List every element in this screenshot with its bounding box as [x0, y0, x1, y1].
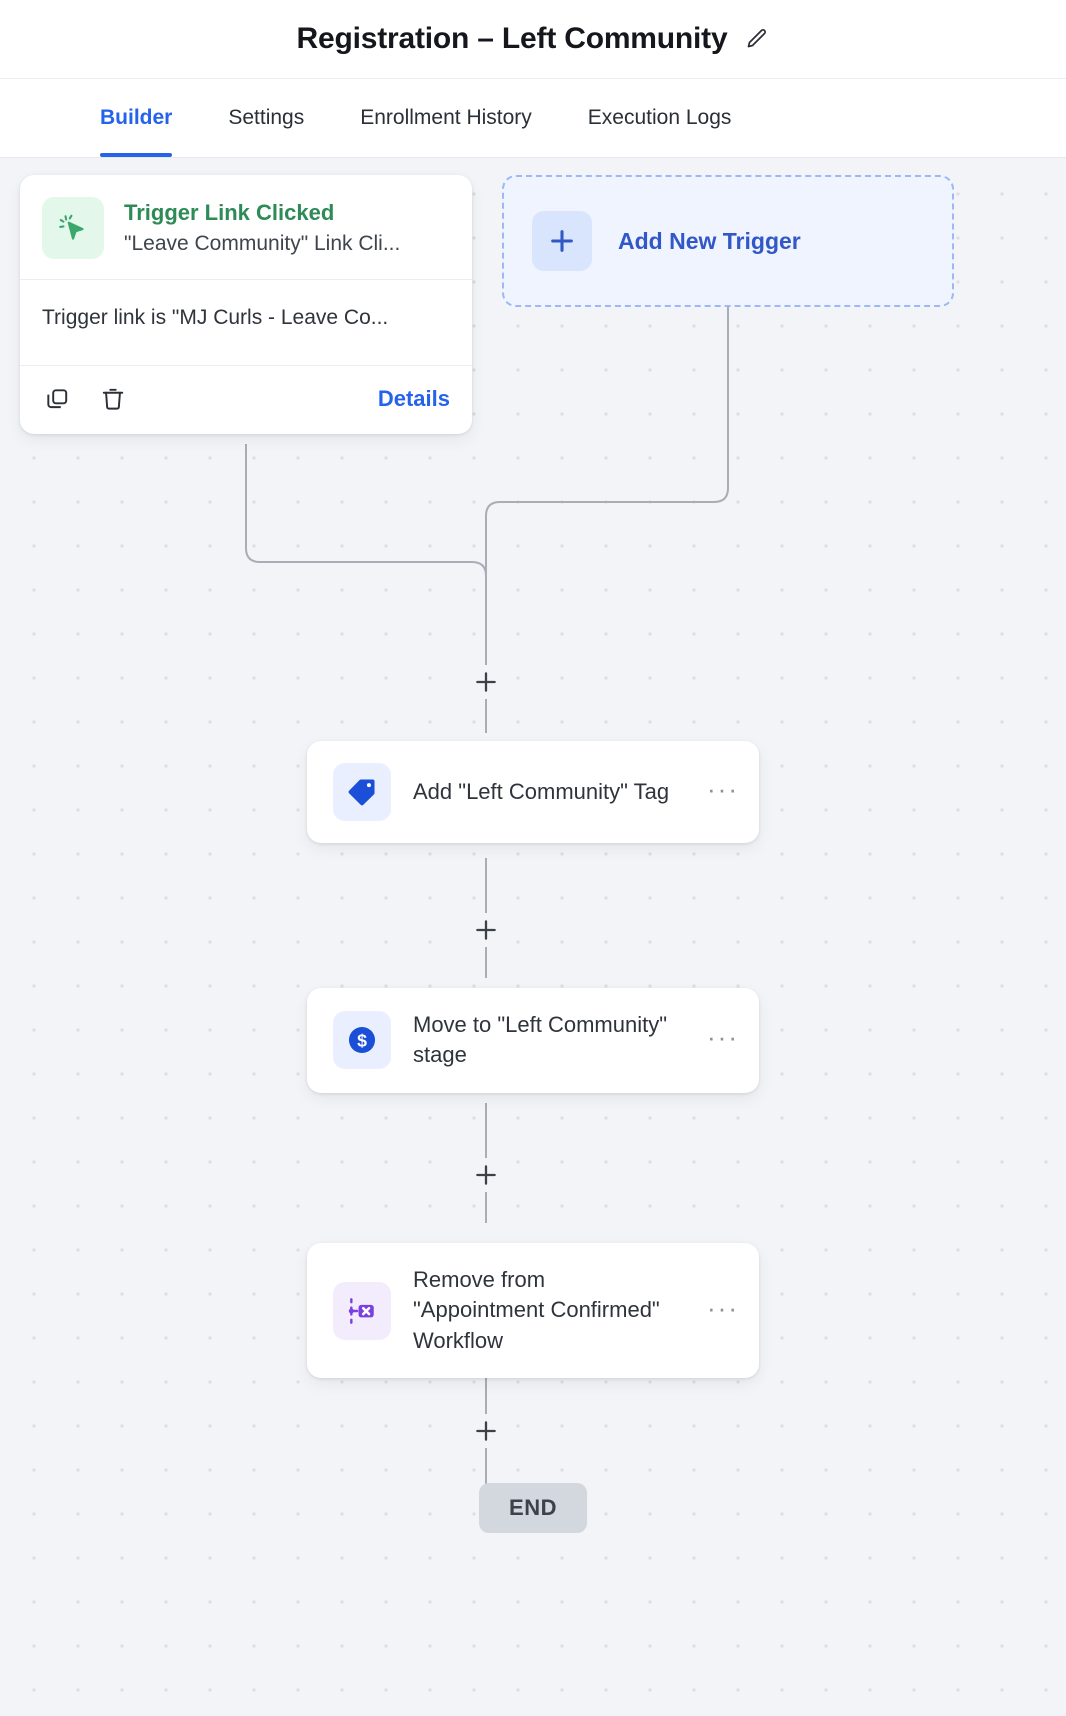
plus-icon — [532, 211, 592, 271]
divider — [20, 279, 472, 280]
tab-enrollment-history[interactable]: Enrollment History — [360, 106, 532, 129]
trigger-condition-text: Trigger link is "MJ Curls - Leave Co... — [42, 306, 389, 329]
tab-execution-logs[interactable]: Execution Logs — [587, 106, 732, 129]
action-node-move-stage[interactable]: $ Move to "Left Community" stage ··· — [307, 988, 759, 1093]
add-new-trigger-button[interactable]: Add New Trigger — [502, 175, 954, 307]
ellipsis-icon[interactable]: ··· — [707, 774, 739, 804]
tab-settings[interactable]: Settings — [228, 106, 305, 129]
trigger-subtitle: "Leave Community" Link Cli... — [124, 231, 401, 255]
trigger-card-texts: Trigger Link Clicked "Leave Community" L… — [124, 199, 450, 257]
ellipsis-icon[interactable]: ··· — [707, 1292, 739, 1323]
tag-icon — [333, 763, 391, 821]
click-cursor-icon — [42, 197, 104, 259]
trigger-card[interactable]: Trigger Link Clicked "Leave Community" L… — [20, 175, 472, 435]
add-step-handle-2[interactable] — [469, 913, 503, 947]
trigger-card-footer: Details — [20, 365, 472, 434]
add-step-handle-3[interactable] — [469, 1158, 503, 1192]
svg-text:$: $ — [357, 1031, 367, 1051]
trash-icon[interactable] — [98, 384, 128, 414]
action-node-add-tag[interactable]: Add "Left Community" Tag ··· — [307, 741, 759, 843]
page-title: Registration – Left Community — [296, 22, 728, 55]
trigger-card-header: Trigger Link Clicked "Leave Community" L… — [20, 175, 472, 279]
remove-workflow-icon — [333, 1281, 391, 1340]
action-node-remove-workflow[interactable]: Remove from "Appointment Confirmed" Work… — [307, 1243, 759, 1379]
page-header: Registration – Left Community — [0, 0, 1066, 79]
add-step-handle-1[interactable] — [469, 665, 503, 699]
end-node: END — [479, 1483, 587, 1533]
trigger-title: Trigger Link Clicked — [124, 200, 335, 226]
details-link[interactable]: Details — [377, 386, 450, 412]
tab-bar: Builder Settings Enrollment History Exec… — [0, 79, 1066, 158]
tab-builder[interactable]: Builder — [100, 79, 200, 157]
action-node-label: Move to "Left Community" stage — [413, 1012, 668, 1068]
pencil-icon[interactable] — [745, 27, 769, 51]
ellipsis-icon[interactable]: ··· — [707, 1022, 739, 1053]
copy-icon[interactable] — [42, 384, 72, 414]
add-step-handle-4[interactable] — [469, 1414, 503, 1448]
add-new-trigger-label: Add New Trigger — [618, 227, 801, 254]
action-node-label: Remove from "Appointment Confirmed" Work… — [413, 1267, 660, 1353]
workflow-canvas[interactable]: Trigger Link Clicked "Leave Community" L… — [0, 158, 1066, 1716]
trigger-footer-actions — [42, 384, 128, 414]
action-node-label: Add "Left Community" Tag — [413, 778, 670, 804]
dollar-circle-icon: $ — [333, 1011, 391, 1070]
